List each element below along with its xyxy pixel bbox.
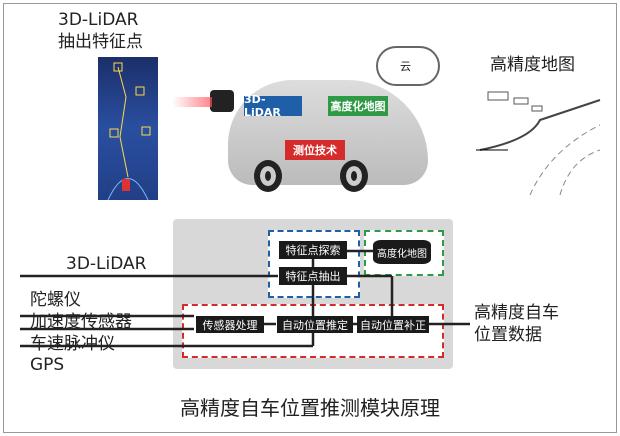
position-estimate-block: 自动位置推定	[277, 316, 353, 333]
hdmap-image	[470, 80, 606, 195]
car-positioning-box: 测位技术	[285, 140, 345, 160]
caption: 高精度自车位置推测模块原理	[180, 396, 440, 420]
lidar-title-2: 抽出特征点	[58, 32, 143, 52]
car-hdmap-box: 高度化地图	[328, 96, 388, 116]
pointcloud-marks	[107, 62, 151, 200]
car-wheel-rear	[340, 160, 368, 192]
feature-extract-block: 特征点抽出	[279, 267, 347, 285]
input-gyro: 陀螺仪	[30, 290, 81, 310]
hdmap-database: 高度化地图	[373, 240, 431, 264]
input-accel: 加速度传感器	[30, 312, 132, 332]
lidar-title-1: 3D-LiDAR	[58, 10, 139, 30]
frame	[3, 3, 617, 433]
feature-search-block: 特征点探索	[279, 241, 347, 259]
input-gps: GPS	[30, 355, 65, 375]
laser-beam	[172, 97, 212, 107]
cloud-label: 云	[400, 60, 411, 73]
sensor-processing-block: 传感器处理	[196, 316, 264, 333]
car-lidar-box: 3D-LiDAR	[244, 93, 302, 119]
input-speed: 车速脉冲仪	[30, 334, 115, 354]
cloud-icon	[376, 46, 440, 86]
car-wheel-front	[254, 160, 282, 192]
output-line2: 位置数据	[474, 325, 542, 345]
output-line1: 高精度自车	[474, 303, 559, 323]
hdmap-title: 高精度地图	[490, 55, 575, 75]
position-correct-block: 自动位置补正	[357, 316, 429, 333]
lidar-pointcloud-image	[98, 57, 158, 200]
lidar-sensor-icon	[210, 90, 234, 112]
input-lidar: 3D-LiDAR	[66, 254, 147, 274]
